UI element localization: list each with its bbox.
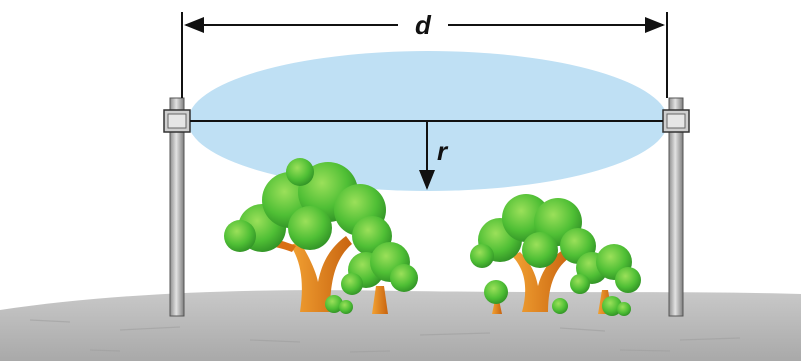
radius-label: r bbox=[437, 136, 449, 166]
left-antenna-post bbox=[163, 97, 191, 317]
tree-icon bbox=[224, 158, 641, 316]
ground-texture bbox=[29, 319, 741, 353]
right-antenna-post bbox=[662, 97, 690, 317]
distance-label: d bbox=[415, 10, 432, 40]
